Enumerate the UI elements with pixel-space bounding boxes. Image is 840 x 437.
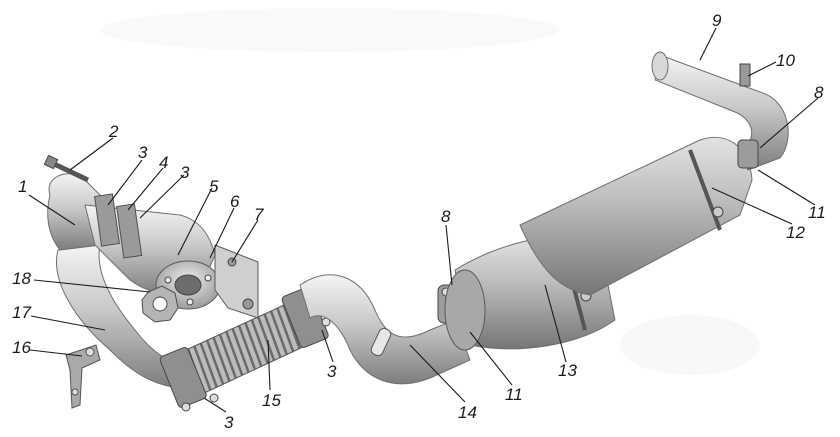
muffler-strap-12 — [688, 149, 722, 231]
label-12: 12 — [786, 223, 805, 242]
label-11b: 11 — [505, 385, 523, 404]
label-8a: 8 — [441, 207, 451, 226]
label-3c: 3 — [224, 413, 234, 432]
label-3d: 3 — [327, 362, 337, 381]
hanger-10 — [739, 63, 751, 87]
label-10: 10 — [776, 51, 795, 70]
label-5: 5 — [209, 177, 219, 196]
bolt-2 — [50, 160, 90, 183]
flange-3c — [159, 347, 207, 408]
flange-3b — [116, 203, 143, 259]
label-2: 2 — [108, 122, 119, 141]
label-7: 7 — [254, 205, 264, 224]
label-4: 4 — [159, 153, 168, 172]
clamp-8b — [737, 139, 759, 169]
label-3a: 3 — [138, 143, 148, 162]
label-8b: 8 — [814, 83, 824, 102]
callout-labels: 1 2 3 4 3 5 6 7 18 17 16 3 15 3 14 11 13… — [12, 11, 826, 432]
label-13: 13 — [558, 361, 577, 380]
label-9: 9 — [712, 11, 722, 30]
leader-lines — [28, 27, 819, 413]
background-shading — [100, 8, 760, 375]
label-11a: 11 — [808, 203, 826, 222]
label-14: 14 — [458, 403, 477, 422]
flange-3a — [94, 193, 120, 247]
label-3b: 3 — [180, 163, 190, 182]
label-6: 6 — [230, 192, 240, 211]
label-18: 18 — [12, 269, 31, 288]
label-17: 17 — [12, 303, 31, 322]
label-16: 16 — [12, 338, 31, 357]
label-1: 1 — [18, 177, 27, 196]
label-15: 15 — [262, 391, 281, 410]
main-muffler — [519, 136, 753, 296]
